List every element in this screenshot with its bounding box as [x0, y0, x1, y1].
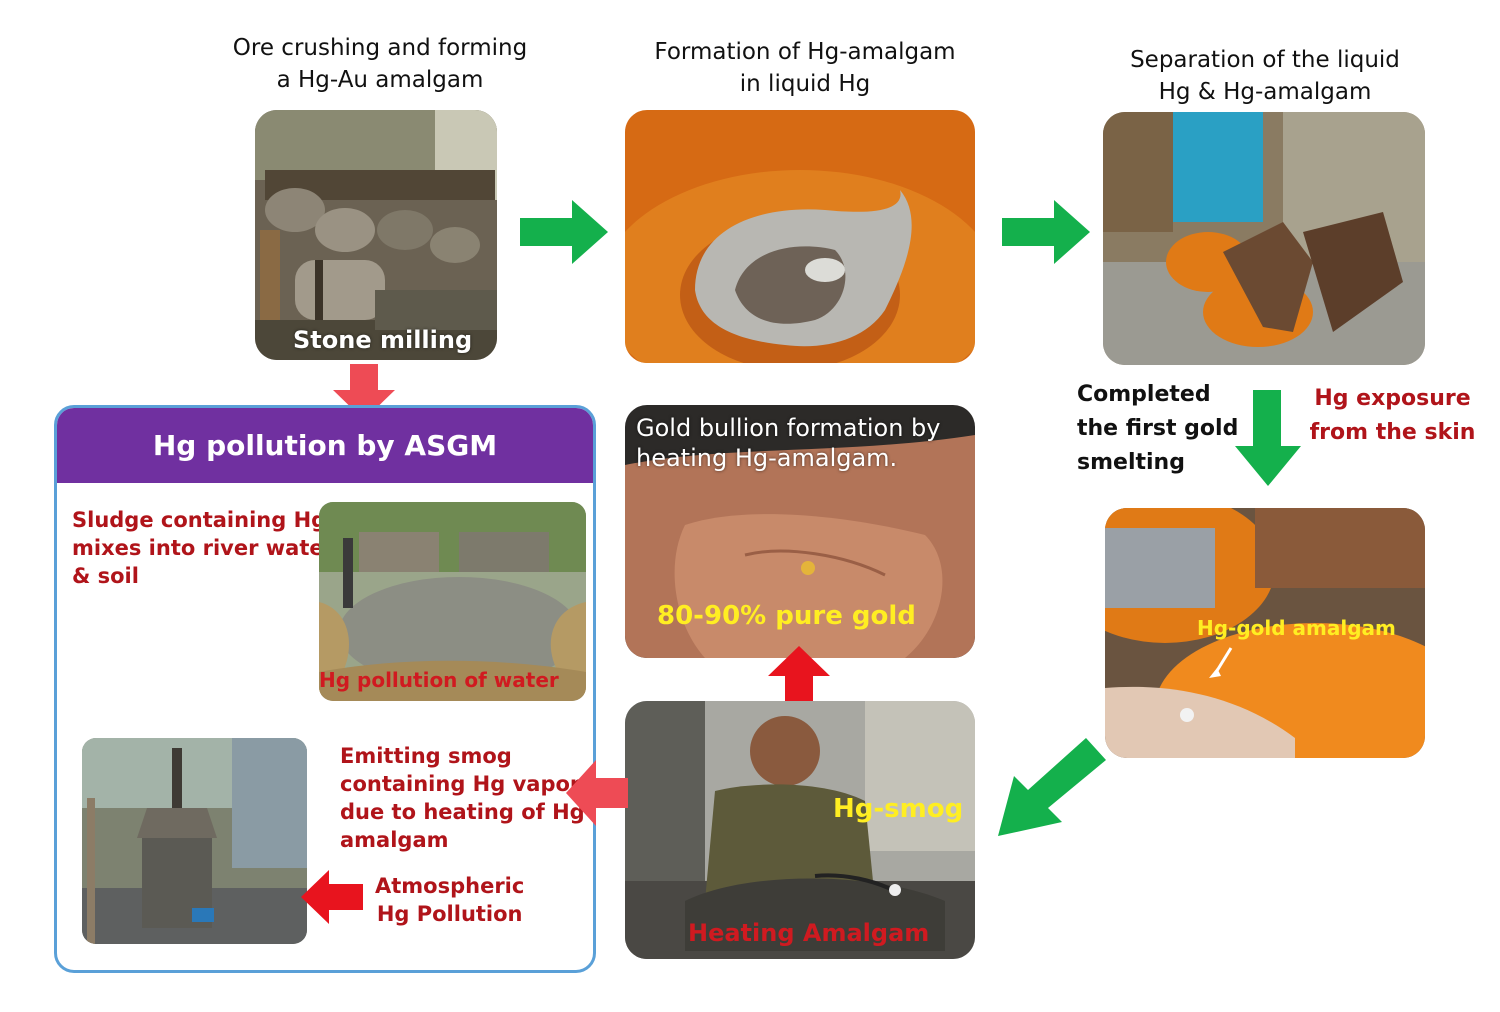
bullion-label: Gold bullion formation by heating Hg-ama… — [636, 413, 941, 473]
atmospheric-pollution-label: Atmospheric Hg Pollution — [375, 872, 524, 928]
step-title-formation-line2: in liquid Hg — [739, 71, 871, 97]
bullion-label-line2: heating Hg-amalgam. — [636, 444, 898, 472]
step-title-crushing-line1: Ore crushing and forming — [232, 35, 528, 61]
emission-line1: Emitting smog — [340, 744, 512, 768]
hg-smog-label: Hg-smog — [833, 794, 964, 824]
atmospheric-line1: Atmospheric — [375, 874, 525, 898]
emission-line2: containing Hg vapor — [340, 772, 581, 796]
emission-line3: due to heating of Hg — [340, 800, 585, 824]
green-arrow-down — [1235, 390, 1301, 486]
separation-photo — [1103, 112, 1425, 365]
step-title-crushing-line2: a Hg-Au amalgam — [276, 67, 484, 93]
sludge-line2: mixes into river water — [72, 536, 334, 560]
water-pollution-photo: Hg pollution of water — [319, 502, 586, 701]
purity-label: 80-90% pure gold — [657, 601, 916, 631]
amalgam-label: Hg-gold amalgam — [1197, 616, 1396, 640]
first-smelting-line1: Completed — [1077, 382, 1211, 407]
skin-exposure-line2: from the skin — [1309, 420, 1476, 445]
red-arrow-left — [566, 760, 628, 826]
step-title-formation: Formation of Hg-amalgam in liquid Hg — [625, 36, 985, 100]
liquid-mercury-photo — [625, 110, 975, 363]
bullion-label-line1: Gold bullion formation by — [636, 414, 941, 442]
green-arrow-1 — [520, 200, 608, 264]
sludge-description: Sludge containing Hg mixes into river wa… — [72, 506, 334, 590]
gold-bullion-photo: Gold bullion formation by heating Hg-ama… — [625, 405, 975, 658]
heating-amalgam-photo: Hg-smog Heating Amalgam — [625, 701, 975, 959]
step-title-separation: Separation of the liquid Hg & Hg-amalgam — [1090, 44, 1440, 108]
green-arrow-2 — [1002, 200, 1090, 264]
emission-line4: amalgam — [340, 828, 449, 852]
amalgam-photo: Hg-gold amalgam — [1105, 508, 1425, 758]
atmospheric-line2: Hg Pollution — [376, 902, 523, 926]
smog-emitter-photo — [82, 738, 307, 944]
red-arrow-up — [768, 646, 830, 706]
step-title-crushing: Ore crushing and forming a Hg-Au amalgam — [205, 32, 555, 96]
sludge-line3: & soil — [72, 564, 139, 588]
pollution-panel: Hg pollution by ASGM Sludge containing H… — [54, 405, 596, 973]
red-arrow-atmospheric — [301, 870, 363, 924]
step-title-formation-line1: Formation of Hg-amalgam — [654, 39, 956, 65]
stone-milling-label: Stone milling — [293, 326, 473, 354]
heating-amalgam-label: Heating Amalgam — [688, 919, 930, 947]
step-title-separation-line2: Hg & Hg-amalgam — [1158, 79, 1372, 105]
step-title-separation-line1: Separation of the liquid — [1130, 47, 1400, 73]
green-arrow-diagonal — [998, 738, 1106, 836]
first-smelting-line3: smelting — [1077, 450, 1185, 475]
emission-description: Emitting smog containing Hg vapor due to… — [340, 742, 585, 854]
pollution-panel-title: Hg pollution by ASGM — [57, 408, 593, 483]
first-smelting-label: Completed the first gold smelting — [1077, 378, 1238, 480]
first-smelting-line2: the first gold — [1077, 416, 1239, 441]
skin-exposure-label: Hg exposure from the skin — [1305, 382, 1480, 450]
water-pollution-label: Hg pollution of water — [319, 668, 559, 692]
skin-exposure-line1: Hg exposure — [1314, 386, 1471, 411]
stone-milling-photo: Stone milling — [255, 110, 497, 360]
red-arrow-down — [333, 364, 395, 420]
sludge-line1: Sludge containing Hg — [72, 508, 327, 532]
